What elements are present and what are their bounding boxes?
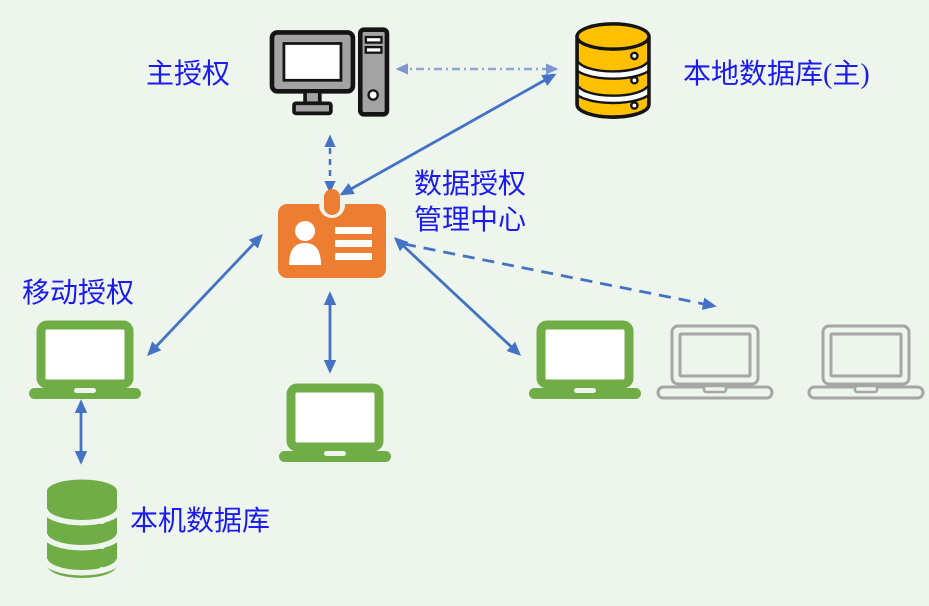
laptop-icon bbox=[529, 320, 641, 399]
label-auth-center-line2: 管理中心 bbox=[414, 205, 527, 236]
node-local-db-main bbox=[572, 20, 654, 121]
laptop-icon bbox=[29, 320, 141, 399]
node-main-auth-desktop bbox=[266, 26, 392, 118]
laptop-icon bbox=[656, 324, 774, 400]
node-right-green-laptop bbox=[528, 320, 642, 404]
edge-center-to-gray-laptop bbox=[403, 242, 717, 310]
node-local-machine-db bbox=[44, 477, 120, 581]
node-center-laptop bbox=[278, 383, 392, 467]
node-gray-laptop-2 bbox=[806, 324, 926, 400]
edge-center-to-mobile-laptop bbox=[147, 233, 263, 357]
label-auth-center-line1: 数据授权 bbox=[414, 169, 527, 200]
id-badge-icon bbox=[278, 189, 386, 278]
node-gray-laptop-1 bbox=[655, 324, 775, 400]
node-auth-center bbox=[278, 186, 386, 280]
desktop-computer-icon bbox=[269, 27, 390, 117]
label-main-auth: 主授权 bbox=[146, 59, 231, 90]
database-icon bbox=[575, 22, 651, 119]
edge-center-to-right-laptop bbox=[393, 237, 522, 356]
laptop-icon bbox=[279, 383, 391, 462]
label-local-machine-db: 本机数据库 bbox=[130, 506, 271, 537]
label-mobile-auth: 移动授权 bbox=[22, 278, 135, 309]
laptop-icon bbox=[807, 324, 925, 400]
database-icon bbox=[47, 479, 117, 578]
node-mobile-laptop bbox=[28, 320, 142, 404]
label-auth-center: 数据授权 管理中心 bbox=[414, 167, 526, 239]
label-local-db-main: 本地数据库(主) bbox=[683, 59, 870, 90]
